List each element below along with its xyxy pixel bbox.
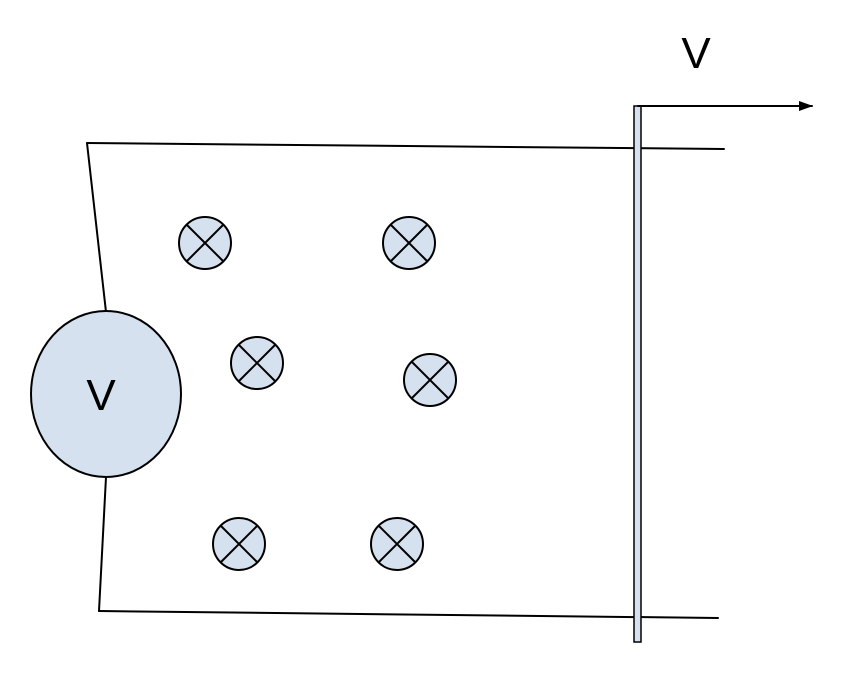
- field-into-page-icon: [370, 517, 424, 571]
- top-lead: [86, 142, 107, 313]
- voltmeter-label: V: [86, 371, 116, 420]
- bottom-lead: [98, 476, 107, 612]
- field-into-page-icon: [212, 517, 266, 571]
- field-symbols: [178, 216, 457, 571]
- field-into-page-icon: [230, 336, 284, 390]
- top-rail: [86, 142, 725, 150]
- field-into-page-icon: [178, 216, 232, 270]
- sliding-rod: [633, 105, 642, 643]
- bottom-rail: [98, 610, 719, 619]
- field-into-page-icon: [382, 216, 436, 270]
- voltmeter-body: [30, 310, 182, 478]
- velocity-label: V: [681, 29, 711, 78]
- field-into-page-icon: [403, 353, 457, 407]
- voltmeter: V: [30, 310, 182, 478]
